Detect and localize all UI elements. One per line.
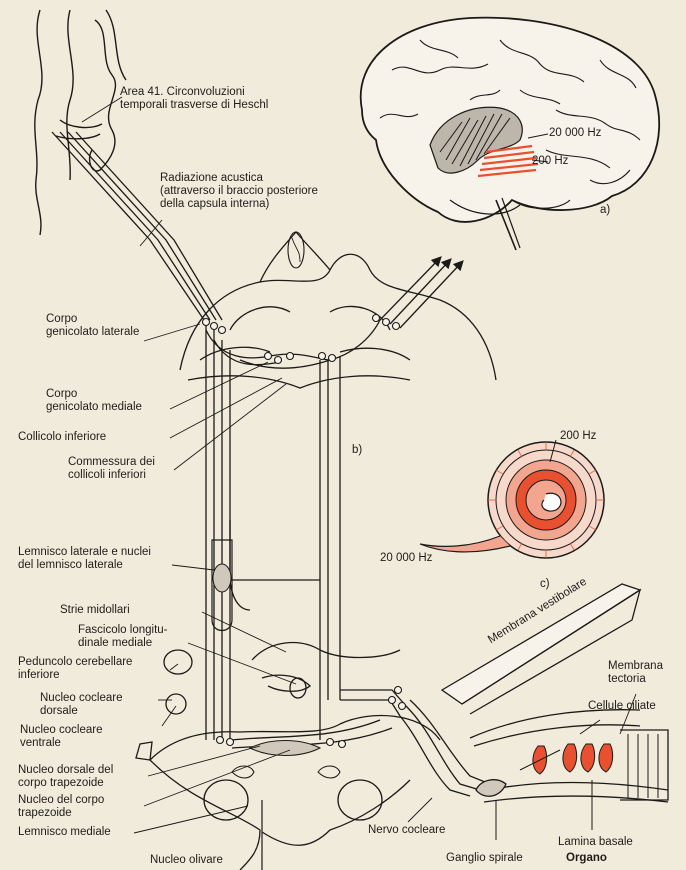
label-organo: Organo: [566, 852, 607, 865]
brain-drawing: [361, 18, 660, 250]
panel-label-a: a): [600, 204, 610, 217]
cochlea-spiral: [420, 440, 604, 558]
label-lemnisco-mediale: Lemnisco mediale: [18, 826, 111, 839]
label-collicolo-inferiore: Collicolo inferiore: [18, 431, 106, 444]
label-strie-midollari: Strie midollari: [60, 604, 130, 617]
panel-label-c: c): [540, 578, 550, 591]
label-corpo-genicolato-laterale: Corpo genicolato laterale: [46, 313, 139, 339]
label-ganglio-spirale: Ganglio spirale: [446, 852, 523, 865]
panel-label-b: b): [352, 444, 362, 457]
label-membrana-tectoria: Membrana tectoria: [608, 660, 663, 686]
label-lamina-basale: Lamina basale: [558, 836, 633, 849]
label-nucleo-cocleare-ventrale: Nucleo cocleare ventrale: [20, 724, 102, 750]
label-corpo-genicolato-mediale: Corpo genicolato mediale: [46, 388, 142, 414]
label-lemnisco-laterale: Lemnisco laterale e nuclei del lemnisco …: [18, 546, 151, 572]
label-cochlea-200hz: 200 Hz: [560, 430, 596, 443]
label-fascicolo-longitudinale: Fascicolo longitu- dinale mediale: [78, 624, 167, 650]
label-peduncolo-cerebellare: Peduncolo cerebellare inferiore: [18, 656, 132, 682]
label-nucleo-olivare: Nucleo olivare: [150, 854, 223, 867]
label-cochlea-20000hz: 20 000 Hz: [380, 552, 432, 565]
midbrain-drawing: [180, 232, 496, 388]
label-nucleo-cocleare-dorsale: Nucleo cocleare dorsale: [40, 692, 122, 718]
label-commessura-collicoli: Commessura dei collicoli inferiori: [68, 456, 155, 482]
label-brain-200hz: 200 Hz: [532, 155, 568, 168]
label-brain-20000hz: 20 000 Hz: [549, 127, 601, 140]
label-area-41: Area 41. Circonvoluzioni temporali trasv…: [120, 86, 268, 112]
heschl-cortex-section: [35, 10, 126, 235]
label-nervo-cocleare: Nervo cocleare: [368, 824, 445, 837]
label-radiazione-acustica: Radiazione acustica (attraverso il bracc…: [160, 172, 318, 211]
label-nucleo-corpo-trapezoide: Nucleo del corpo trapezoide: [18, 794, 104, 820]
label-nucleo-dorsale-corpo-trapezoide: Nucleo dorsale del corpo trapezoide: [18, 764, 113, 790]
label-cellule-ciliate: Cellule ciliate: [588, 700, 656, 713]
